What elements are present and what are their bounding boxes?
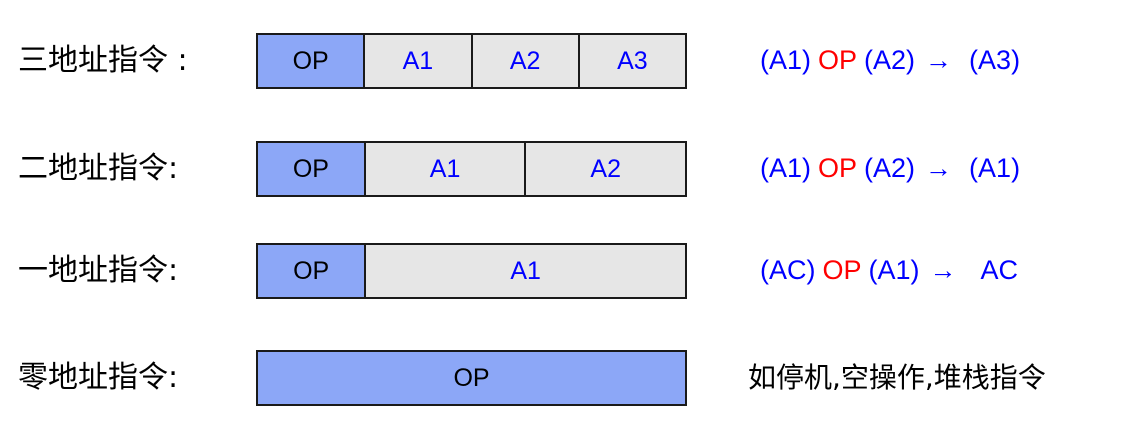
formula-one-address: (AC)OP(A1) → AC (760, 257, 1120, 284)
note-zero-address: 如停机,空操作,堆栈指令 (748, 361, 1046, 394)
instruction-row-one-address: 一地址指令: OP A1 (AC)OP(A1)→AC (0, 243, 1122, 299)
instruction-box-zero-address: OP (256, 350, 687, 406)
formula-arrow-icon: → (925, 45, 953, 75)
formula-arrow-icon: → (925, 153, 953, 183)
row-label-three-address: 三地址指令 : (18, 43, 188, 78)
formula-destination: AC (980, 255, 1019, 285)
field-opcode: OP (258, 143, 366, 195)
formula-right-operand: (A2) (864, 45, 916, 75)
formula-left-operand: (AC) (760, 255, 816, 285)
field-address-2: A2 (526, 143, 685, 195)
field-address-3: A3 (579, 35, 685, 87)
formula-operator: OP (818, 153, 858, 183)
field-opcode: OP (258, 352, 685, 404)
formula-right-operand: (A1) (868, 255, 920, 285)
row-label-one-address: 一地址指令: (18, 253, 179, 288)
formula-operator: OP (818, 45, 858, 75)
formula-arrow-icon: → (929, 255, 957, 285)
instruction-row-two-address: 二地址指令: OP A1 A2 (A1)OP(A2)→(A1) (0, 141, 1122, 197)
instruction-row-zero-address: 零地址指令: OP 如停机,空操作,堆栈指令 (0, 350, 1122, 406)
formula-left-operand: (A1) (760, 45, 812, 75)
formula-destination: (A3) (969, 45, 1021, 75)
instruction-row-three-address: 三地址指令 : OP A1 A2 A3 (A1)OP(A2)→(A3) (0, 33, 1122, 89)
field-address-1: A1 (366, 245, 685, 297)
row-label-two-address: 二地址指令: (18, 151, 179, 186)
field-address-1: A1 (365, 35, 473, 87)
field-address-1: A1 (365, 143, 527, 195)
field-address-2: A2 (472, 35, 580, 87)
field-opcode: OP (258, 35, 366, 87)
instruction-box-two-address: OP A1 A2 (256, 141, 687, 197)
row-label-zero-address: 零地址指令: (18, 360, 179, 395)
formula-two-address: (A1)OP(A2)→(A1) (760, 155, 1120, 182)
formula-destination: (A1) (969, 153, 1021, 183)
field-opcode: OP (258, 245, 367, 297)
formula-right-operand: (A2) (864, 153, 916, 183)
instruction-box-one-address: OP A1 (256, 243, 687, 299)
formula-left-operand: (A1) (760, 153, 812, 183)
instruction-box-three-address: OP A1 A2 A3 (256, 33, 687, 89)
formula-operator: OP (822, 255, 862, 285)
formula-three-address: (A1)OP(A2) → (A3) (760, 47, 1120, 74)
